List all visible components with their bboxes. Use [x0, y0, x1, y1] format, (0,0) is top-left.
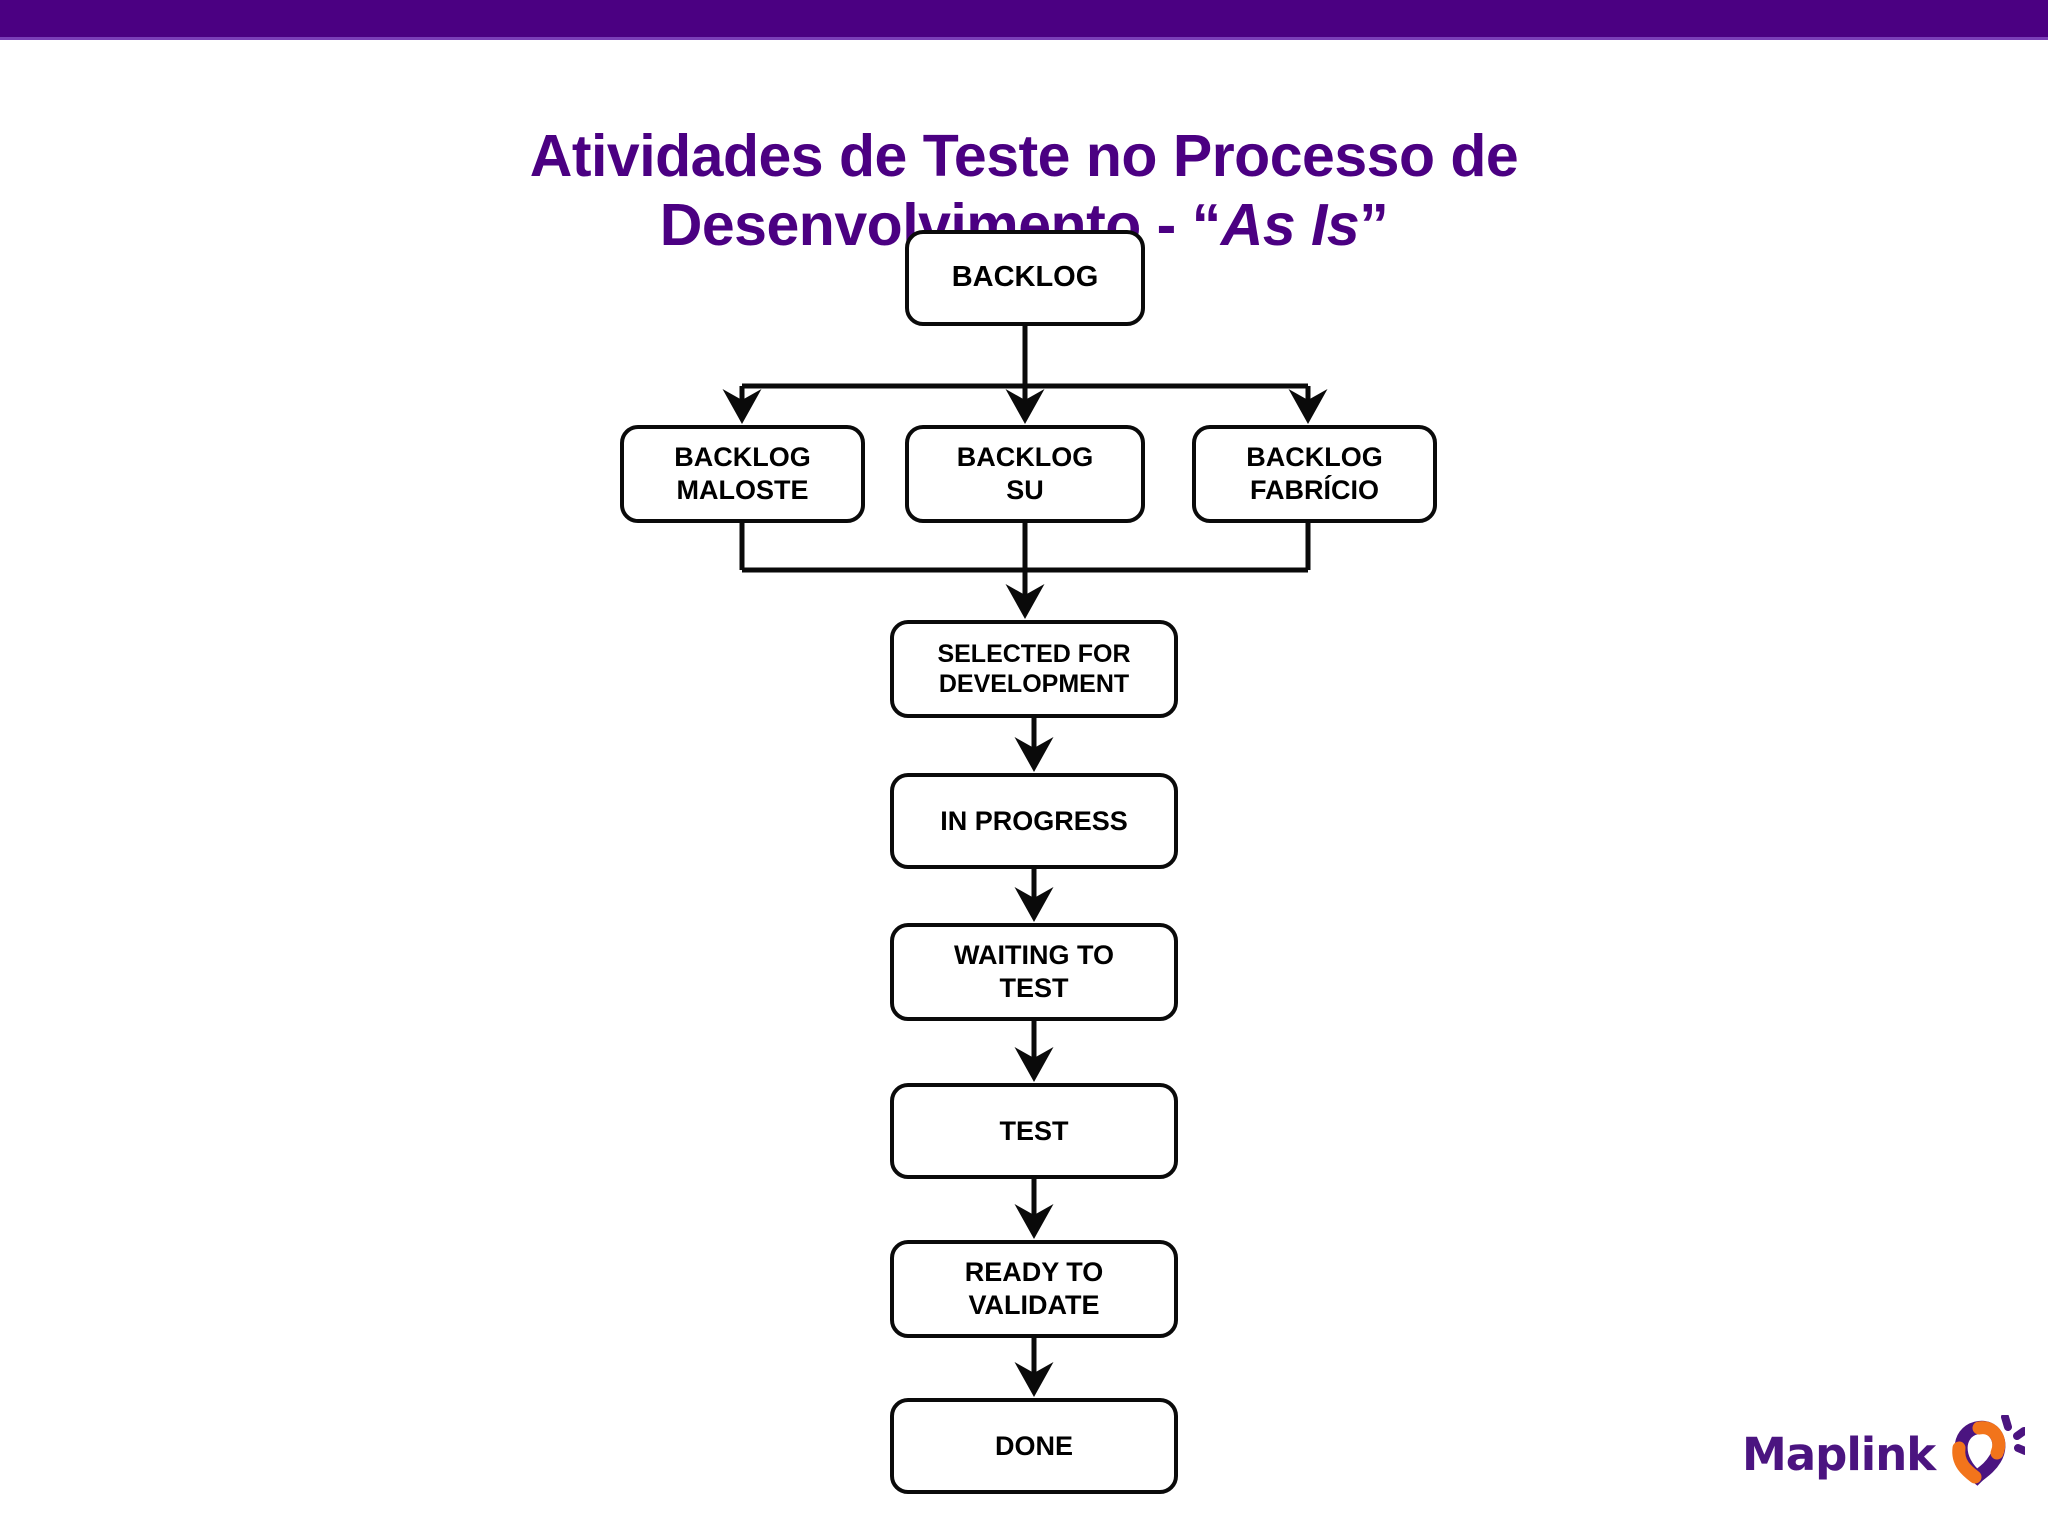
title-line-2-suffix: ” — [1359, 192, 1389, 259]
node-selected-for-development[interactable]: SELECTED FOR DEVELOPMENT — [890, 620, 1178, 718]
top-band-underline — [0, 37, 2048, 40]
map-pin-icon — [1952, 1415, 2026, 1486]
page-title: Atividades de Teste no Processo de Desen… — [0, 52, 2048, 330]
pin-spark-2 — [2013, 1427, 2026, 1440]
node-backlog-su[interactable]: BACKLOG SU — [905, 425, 1145, 523]
node-backlog-fabricio[interactable]: BACKLOG FABRÍCIO — [1192, 425, 1437, 523]
node-waiting-to-test[interactable]: WAITING TO TEST — [890, 923, 1178, 1021]
node-ready-to-validate[interactable]: READY TO VALIDATE — [890, 1240, 1178, 1338]
maplink-wordmark: Maplink — [1742, 1427, 1936, 1481]
node-backlog[interactable]: BACKLOG — [905, 230, 1145, 326]
node-backlog-maloste[interactable]: BACKLOG MALOSTE — [620, 425, 865, 523]
title-line-1: Atividades de Teste no Processo de — [529, 122, 1519, 189]
node-in-progress[interactable]: IN PROGRESS — [890, 773, 1178, 869]
pin-spark-3 — [2014, 1444, 2026, 1455]
node-test[interactable]: TEST — [890, 1083, 1178, 1179]
title-line-2: Desenvolvimento - “As Is” — [0, 191, 2048, 261]
maplink-logo: Maplink — [1742, 1408, 2026, 1500]
pin-spark-1 — [2001, 1415, 2013, 1431]
node-done[interactable]: DONE — [890, 1398, 1178, 1494]
title-emphasis-as-is: As Is — [1220, 192, 1360, 259]
top-purple-band — [0, 0, 2048, 37]
